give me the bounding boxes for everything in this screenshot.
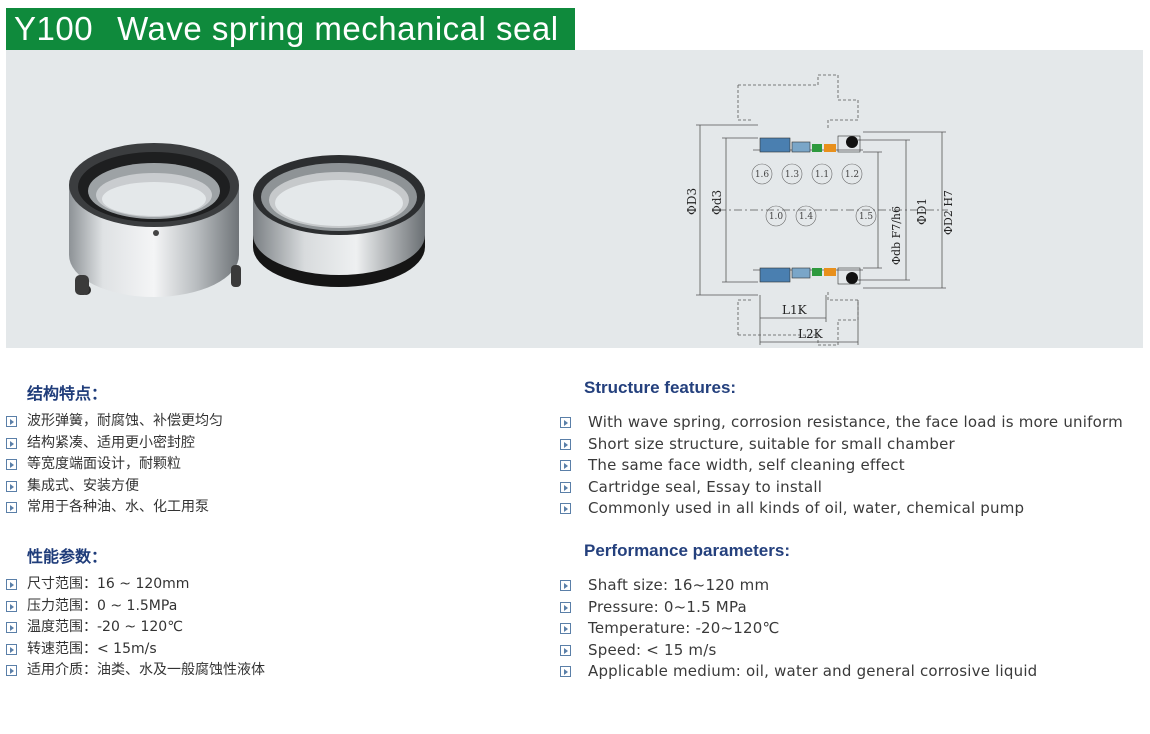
list-item: 等宽度端面设计，耐颗粒 (6, 454, 223, 476)
list-item: The same face width, self cleaning effec… (560, 455, 1123, 477)
seal-ring-image (253, 155, 425, 287)
callout-1-6: 1.6 (755, 170, 770, 180)
list-item: Shaft size: 16~120 mm (560, 575, 1037, 597)
structure-en-heading: Structure features: (584, 378, 737, 397)
list-item: With wave spring, corrosion resistance, … (560, 412, 1123, 434)
callout-1-2: 1.2 (845, 170, 859, 180)
list-item: 温度范围：-20 ~ 120℃ (6, 617, 265, 639)
list-item: 波形弹簧，耐腐蚀、补偿更均匀 (6, 411, 223, 433)
bullet-icon (560, 601, 571, 613)
title-bar: Y100 Wave spring mechanical seal (6, 8, 575, 50)
performance-cn-heading: 性能参数： (27, 547, 108, 566)
seal-section-bottom (759, 267, 861, 285)
dim-D3: ΦD3 (685, 188, 699, 215)
callout-1-3: 1.3 (785, 170, 800, 180)
bullet-icon (6, 665, 17, 676)
bullet-icon (560, 580, 571, 591)
technical-drawing: 1.6 1.3 1.1 1.2 1.0 1.4 1.5 ΦD3 Φd3 Φdb … (685, 74, 955, 346)
bullet-icon (560, 644, 571, 656)
list-item: Cartridge seal, Essay to install (560, 477, 1123, 499)
dim-db: Φdb F7/h6 (890, 206, 903, 265)
structure-cn-heading: 结构特点： (27, 384, 108, 403)
product-name: Wave spring mechanical seal (117, 10, 559, 47)
performance-cn-list: 尺寸范围：16 ~ 120mm 压力范围：0 ~ 1.5MPa 温度范围：-20… (6, 574, 265, 682)
seal-assembly-image (69, 143, 241, 297)
performance-en-list: Shaft size: 16~120 mm Pressure: 0~1.5 MP… (560, 575, 1037, 683)
bullet-icon (6, 579, 17, 590)
bullet-icon (560, 417, 571, 428)
callout-1-0: 1.0 (769, 212, 784, 222)
callout-1-1: 1.1 (815, 170, 829, 180)
hero-panel: 1.6 1.3 1.1 1.2 1.0 1.4 1.5 ΦD3 Φd3 Φdb … (6, 50, 1143, 348)
seal-section-top (759, 135, 861, 153)
structure-cn-list: 波形弹簧，耐腐蚀、补偿更均匀 结构紧凑、适用更小密封腔 等宽度端面设计，耐颗粒 … (6, 411, 223, 519)
dim-d3: Φd3 (710, 190, 724, 215)
list-item: Applicable medium: oil, water and genera… (560, 661, 1037, 683)
bullet-icon (560, 623, 571, 634)
list-item: 转速范围：< 15m/s (6, 639, 265, 661)
list-item: 尺寸范围：16 ~ 120mm (6, 574, 265, 596)
bullet-icon (6, 643, 17, 655)
list-item: 压力范围：0 ~ 1.5MPa (6, 596, 265, 618)
bullet-icon (560, 438, 571, 450)
model-number: Y100 (14, 10, 94, 47)
list-item: Pressure: 0~1.5 MPa (560, 597, 1037, 619)
bullet-icon (6, 600, 17, 612)
dim-L1K: L1K (782, 303, 808, 317)
bullet-icon (6, 480, 17, 492)
structure-en-list: With wave spring, corrosion resistance, … (560, 412, 1123, 520)
callout-1-5: 1.5 (859, 212, 874, 222)
product-photo (69, 143, 425, 297)
list-item: Short size structure, suitable for small… (560, 434, 1123, 456)
bullet-icon (560, 460, 571, 471)
bullet-icon (6, 437, 17, 449)
bullet-icon (6, 622, 17, 633)
list-item: Speed: < 15 m/s (560, 640, 1037, 662)
dim-D2: ΦD2 H7 (942, 190, 955, 235)
dim-L2K: L2K (798, 327, 824, 341)
dim-D1: ΦD1 (915, 198, 929, 225)
bullet-icon (560, 666, 571, 677)
list-item: 常用于各种油、水、化工用泵 (6, 497, 223, 519)
list-item: 集成式、安装方便 (6, 476, 223, 498)
list-item: 适用介质：油类、水及一般腐蚀性液体 (6, 660, 265, 682)
performance-en-heading: Performance parameters: (584, 541, 790, 560)
list-item: Temperature: -20~120℃ (560, 618, 1037, 640)
bullet-icon (6, 459, 17, 470)
list-item: Commonly used in all kinds of oil, water… (560, 498, 1123, 520)
list-item: 结构紧凑、适用更小密封腔 (6, 433, 223, 455)
bullet-icon (6, 502, 17, 513)
bullet-icon (560, 503, 571, 514)
bullet-icon (6, 416, 17, 427)
callout-1-4: 1.4 (799, 212, 814, 222)
bullet-icon (560, 481, 571, 493)
